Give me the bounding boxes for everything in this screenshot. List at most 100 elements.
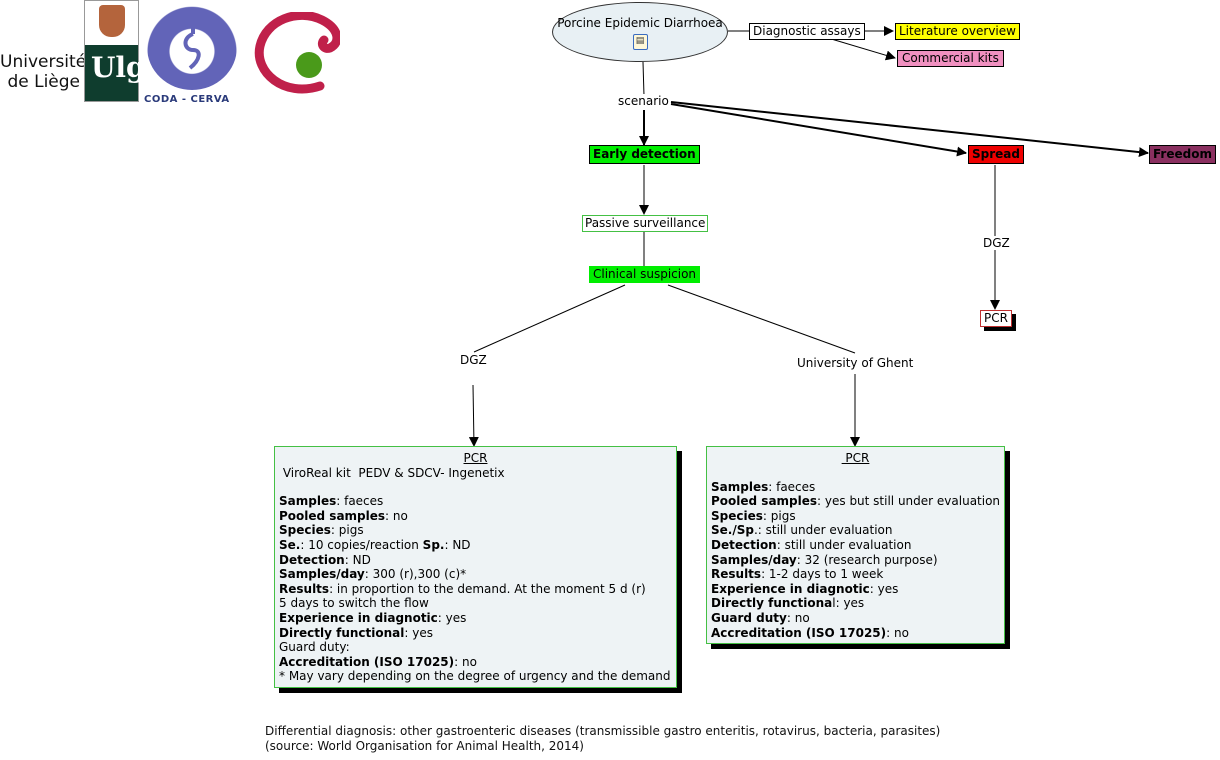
footer-line2: (source: World Organisation for Animal H… xyxy=(265,739,584,753)
root-title: Porcine Epidemic Diarrhoea xyxy=(557,16,723,30)
panel-dgz-row-key: Detection xyxy=(279,552,345,567)
panel-ghent-row-value: : 32 (research purpose) xyxy=(796,552,938,567)
panel-ghent-row-key: Results xyxy=(711,567,762,582)
ulg-line1: Université xyxy=(0,52,87,72)
link-dgz-panel xyxy=(468,384,479,447)
ulg-text: Université de Liège xyxy=(0,52,87,92)
c-swirl-icon xyxy=(254,12,340,94)
link-label-ghent: University of Ghent xyxy=(797,356,914,370)
panel-dgz-row-key: Pooled samples xyxy=(279,508,386,523)
panel-dgz-row-key: Se. xyxy=(279,537,301,552)
ulg-line2: de Liège xyxy=(7,72,80,92)
panel-ghent-row-value: : pigs xyxy=(762,508,796,523)
panel-ghent-row: Species: pigs xyxy=(711,509,1000,524)
panel-dgz-row: Results: in proportion to the demand. At… xyxy=(279,582,672,597)
panel-ghent-row-value: : no xyxy=(886,625,909,640)
panel-ghent-row-value: : yes but still under evaluation xyxy=(817,494,1001,509)
panel-dgz-row: Samples/day: 300 (r),300 (c)* xyxy=(279,567,672,582)
footer-line1: Differential diagnosis: other gastroente… xyxy=(265,724,941,738)
panel-dgz-row: 5 days to switch the flow xyxy=(279,596,672,611)
panel-ghent-row: Detection: still under evaluation xyxy=(711,538,1000,553)
link-root-scenario xyxy=(642,61,645,97)
panel-dgz-row-value: Guard duty: xyxy=(279,640,350,655)
panel-ghent-row-key: Samples xyxy=(711,479,769,494)
coda-ring-icon xyxy=(147,4,237,90)
link-clinical-dgz xyxy=(473,284,626,353)
panel-dgz-row-value: : yes xyxy=(437,610,467,625)
panel-dgz-row: Guard duty: xyxy=(279,640,672,655)
panel-dgz-row-key: Directly functional xyxy=(279,625,405,640)
coda-label: CODA - CERVA xyxy=(144,94,230,105)
node-commercial-kits[interactable]: Commercial kits xyxy=(897,50,1004,67)
green-dot-icon xyxy=(296,52,322,78)
panel-ghent-row-key: Experience in diagnotic xyxy=(711,581,870,596)
panel-dgz-row-key: Results xyxy=(279,581,330,596)
panel-dgz-row-key: Sp. xyxy=(422,537,445,552)
panel-dgz-row: Directly functional: yes xyxy=(279,626,672,641)
panel-dgz-row: Se.: 10 copies/reaction Sp.: ND xyxy=(279,538,672,553)
panel-ghent-row: Results: 1-2 days to 1 week xyxy=(711,567,1000,582)
panel-dgz-row-value: : ND xyxy=(344,552,371,567)
panel-ghent-row: Guard duty: no xyxy=(711,611,1000,626)
panel-ghent-row-key: Guard duty xyxy=(711,610,787,625)
document-icon[interactable]: ▤ xyxy=(632,34,648,50)
panel-dgz-row-value: : faeces xyxy=(336,494,384,509)
node-freedom[interactable]: Freedom xyxy=(1149,145,1216,164)
link-label-dgz: DGZ xyxy=(460,353,487,367)
footer-note: Differential diagnosis: other gastroente… xyxy=(265,724,940,754)
node-literature-overview[interactable]: Literature overview xyxy=(895,23,1020,40)
panel-dgz-row-key: Samples xyxy=(279,494,337,509)
panel-ghent-row: Experience in diagnotic: yes xyxy=(711,582,1000,597)
panel-dgz-row: Samples: faeces xyxy=(279,494,672,509)
link-label-diagnostic-assays[interactable]: Diagnostic assays xyxy=(749,23,865,40)
panel-ghent-row: Se./Sp.: still under evaluation xyxy=(711,523,1000,538)
panel-dgz-row-value: : pigs xyxy=(330,523,364,538)
panel-ghent-row-value: : no xyxy=(786,610,810,625)
panel-dgz-row-value: : in proportion to the demand. At the mo… xyxy=(329,581,646,596)
panel-pcr-dgz[interactable]: PCR ViroReal kit PEDV & SDCV- Ingenetix … xyxy=(274,446,677,688)
link-scenario-spread xyxy=(670,103,967,157)
panel-ghent-row: Samples: faeces xyxy=(711,480,1000,495)
panel-dgz-row: * May vary depending on the degree of ur… xyxy=(279,669,672,684)
node-passive-surveillance[interactable]: Passive surveillance xyxy=(582,215,709,232)
panel-ghent-row-key: Accreditation (ISO 17025) xyxy=(711,625,887,640)
panel-dgz-title: PCR xyxy=(463,451,488,465)
panel-dgz-row: Accreditation (ISO 17025): no xyxy=(279,655,672,670)
node-early-detection[interactable]: Early detection xyxy=(589,145,700,164)
root-concept[interactable]: Porcine Epidemic Diarrhoea ▤ xyxy=(552,2,728,62)
panel-ghent-row: Directly functional: yes xyxy=(711,596,1000,611)
ulg-emblem: Ulg xyxy=(84,0,146,102)
node-clinical-suspicion[interactable]: Clinical suspicion xyxy=(589,266,701,283)
panel-dgz-row-value: : 300 (r),300 (c)* xyxy=(364,567,467,582)
panel-dgz-row: Detection: ND xyxy=(279,553,672,568)
link-label-scenario: scenario xyxy=(618,94,669,108)
panel-dgz-row-value: : no xyxy=(454,654,477,669)
node-spread[interactable]: Spread xyxy=(968,145,1024,164)
node-pcr-spread[interactable]: PCR xyxy=(980,310,1012,327)
panel-ghent-row: Accreditation (ISO 17025): no xyxy=(711,626,1000,641)
panel-dgz-subtitle: ViroReal kit PEDV & SDCV- Ingenetix xyxy=(279,465,505,480)
ulg-green-block xyxy=(85,45,138,101)
panel-dgz-row: Pooled samples: no xyxy=(279,509,672,524)
panel-ghent-row-value: : faeces xyxy=(768,479,816,494)
panel-dgz-row-key: Accreditation (ISO 17025) xyxy=(279,654,455,669)
panel-ghent-row-value: : still under evaluation xyxy=(776,537,912,552)
panel-dgz-row-key: Samples/day xyxy=(279,567,365,582)
ulg-mark: Ulg xyxy=(91,51,146,84)
panel-ghent-row-key: Detection xyxy=(711,537,777,552)
panel-dgz-row-value: : yes xyxy=(404,625,433,640)
panel-ghent-row-key: Samples/day xyxy=(711,552,797,567)
panel-dgz-row: Species: pigs xyxy=(279,523,672,538)
panel-dgz-row-key: Experience in diagnotic xyxy=(279,610,438,625)
panel-ghent-row: Samples/day: 32 (research purpose) xyxy=(711,553,1000,568)
link-label-dgz-spread: DGZ xyxy=(983,236,1010,250)
panel-dgz-row-value: : 10 copies/reaction xyxy=(300,537,423,552)
panel-dgz-row-value: 5 days to switch the flow xyxy=(279,596,429,611)
panel-dgz-row: Experience in diagnotic: yes xyxy=(279,611,672,626)
panel-ghent-row-value: l: yes xyxy=(832,596,865,611)
link-clinical-ghent xyxy=(667,284,856,354)
panel-ghent-row-value: .: still under evaluation xyxy=(753,523,893,538)
